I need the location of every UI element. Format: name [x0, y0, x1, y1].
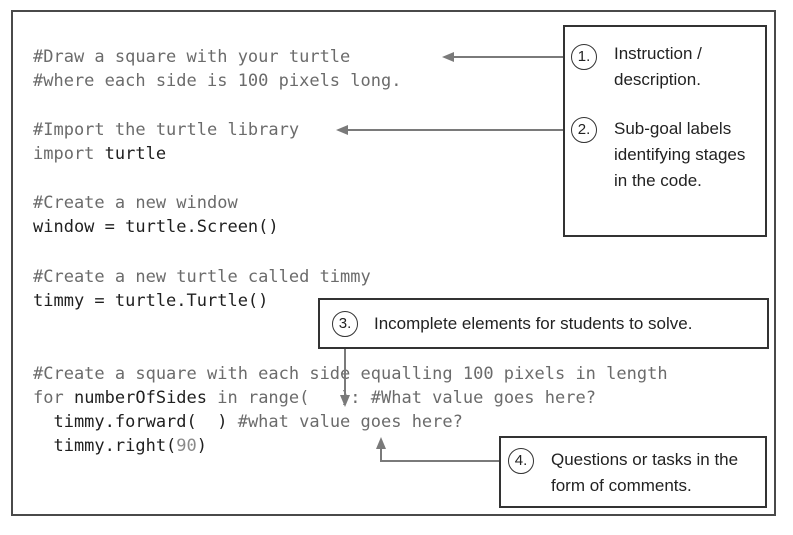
code-right-number: 90 — [176, 436, 197, 456]
code-import-module: turtle — [94, 144, 167, 164]
callout-4-number: 4. — [508, 448, 534, 474]
code-forward-line: timmy.forward( ) #what value goes here? — [33, 410, 463, 434]
callout-2-text: Sub-goal labels identifying stages in th… — [614, 119, 746, 190]
code-turtle-line: timmy = turtle.Turtle() — [33, 291, 269, 311]
code-keyword-import: import — [33, 144, 95, 164]
callout-2-number: 2. — [571, 117, 597, 143]
arrow-4 — [376, 437, 507, 462]
code-comment-side-length: #where each side is 100 pixels long. — [33, 71, 402, 91]
code-window-line: window = turtle.Screen() — [33, 217, 279, 237]
callout-box-1-2 — [563, 25, 767, 237]
code-right-call: timmy.right( — [33, 436, 177, 456]
code-forward-call: timmy.forward( ) — [33, 412, 238, 432]
callout-3-number: 3. — [332, 311, 358, 337]
code-for-line: for numberOfSides in range( ): #What val… — [33, 386, 596, 410]
code-variable: numberOfSides — [73, 388, 208, 408]
code-import-line: import turtle — [33, 142, 166, 166]
code-forward-comment: #what value goes here? — [237, 412, 463, 432]
code-comment-import: #Import the turtle library — [33, 120, 300, 140]
code-comment-square: #Create a square with each side equallin… — [33, 364, 668, 384]
callout-4-text: Questions or tasks in the form of commen… — [551, 450, 739, 495]
callout-box-4 — [499, 436, 767, 508]
callout-1-text: Instruction / description. — [614, 44, 702, 89]
code-comment-draw-square: #Draw a square with your turtle — [33, 47, 351, 67]
code-right-line: timmy.right(90) — [33, 434, 207, 458]
callout-3-text: Incomplete elements for students to solv… — [374, 314, 693, 333]
code-keyword-for: for — [33, 388, 74, 408]
code-right-close: ) — [196, 436, 208, 456]
callout-box-3 — [318, 298, 769, 349]
callout-1-number: 1. — [571, 44, 597, 70]
code-comment-turtle: #Create a new turtle called timmy — [33, 267, 371, 287]
code-range-comment: in range( ): #What value goes here? — [207, 388, 596, 408]
code-comment-window: #Create a new window — [33, 193, 238, 213]
